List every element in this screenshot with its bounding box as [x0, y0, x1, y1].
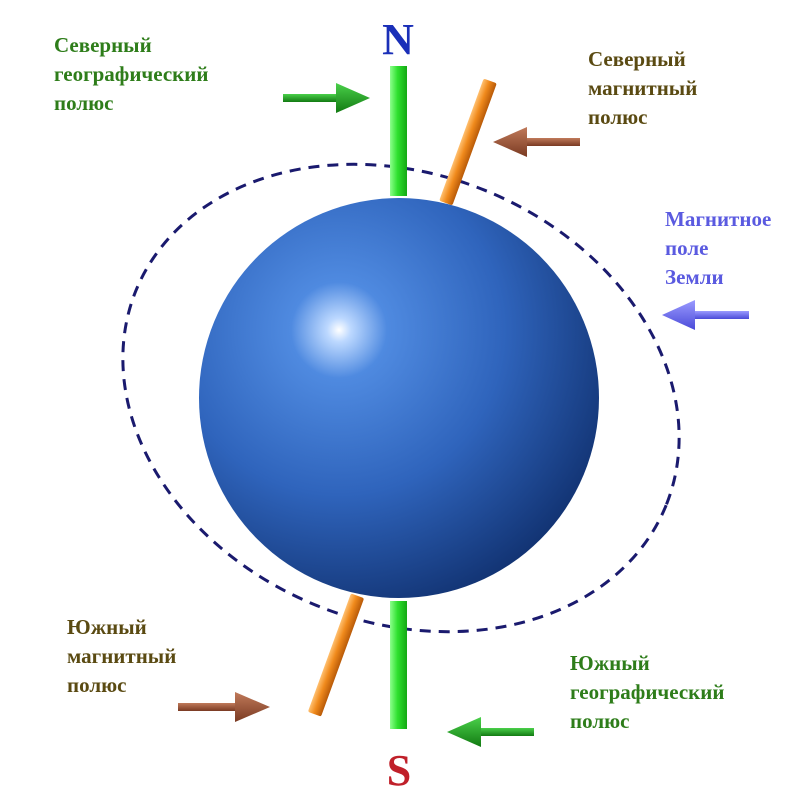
south-magnetic-axis: [308, 593, 364, 717]
svg-text:поле: поле: [665, 236, 708, 260]
south-magnetic-arrow-icon: [178, 692, 270, 722]
south-geographic-label: Южный географический полюс: [570, 651, 724, 733]
svg-text:Северный: Северный: [54, 33, 152, 57]
svg-text:географический: географический: [570, 680, 724, 704]
north-geographic-label: Северный географический полюс: [54, 33, 208, 115]
svg-text:географический: географический: [54, 62, 208, 86]
north-pole-letter: N: [382, 15, 414, 64]
magnetic-field-arrow-icon: [662, 300, 749, 330]
magnetic-field-line: [121, 162, 681, 634]
svg-text:магнитный: магнитный: [588, 76, 697, 100]
north-geographic-arrow-icon: [283, 83, 370, 113]
north-magnetic-label: Северный магнитный полюс: [588, 47, 697, 129]
magnetic-field-label: Магнитное поле Земли: [665, 207, 771, 289]
svg-text:полюс: полюс: [588, 105, 647, 129]
svg-text:полюс: полюс: [67, 673, 126, 697]
svg-text:полюс: полюс: [570, 709, 629, 733]
north-magnetic-arrow-icon: [493, 127, 580, 157]
north-magnetic-axis: [439, 79, 497, 205]
south-pole-letter: S: [387, 746, 411, 795]
svg-text:Земли: Земли: [665, 265, 724, 289]
svg-text:магнитный: магнитный: [67, 644, 176, 668]
south-geographic-axis: [390, 601, 407, 729]
south-magnetic-label: Южный магнитный полюс: [67, 615, 176, 697]
svg-text:Магнитное: Магнитное: [665, 207, 771, 231]
earth-globe: [199, 198, 599, 598]
north-geographic-axis: [390, 66, 407, 196]
svg-text:Южный: Южный: [67, 615, 147, 639]
svg-text:Северный: Северный: [588, 47, 686, 71]
svg-text:полюс: полюс: [54, 91, 113, 115]
south-geographic-arrow-icon: [447, 717, 534, 747]
svg-text:Южный: Южный: [570, 651, 650, 675]
